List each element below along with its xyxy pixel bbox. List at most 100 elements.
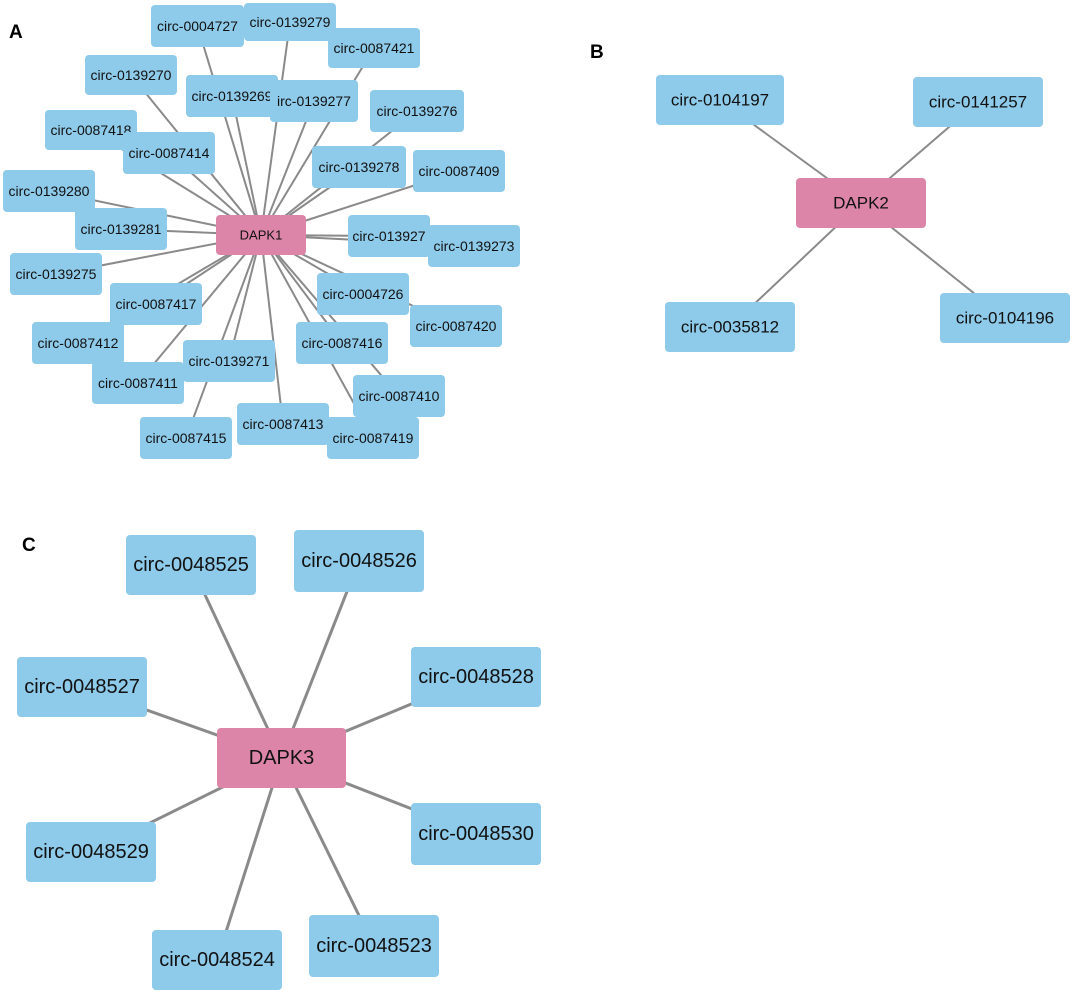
circ-node-circ-0035812: circ-0035812: [665, 302, 795, 352]
circ-node-circ-0048528-label: circ-0048528: [418, 666, 534, 688]
hub-node-dapk2: DAPK2: [796, 178, 926, 228]
circ-node-circ-0139278-box: [312, 146, 406, 188]
circ-node-circ-0048525-label: circ-0048525: [133, 554, 249, 576]
edge-dapk1-circ-0004727: [196, 25, 262, 236]
circ-node-circ-0048527: circ-0048527: [17, 657, 147, 717]
circ-node-circ-0004727: circ-0004727: [151, 5, 244, 47]
circ-node-circ-0048528-box: [411, 647, 541, 707]
circ-node-circ-0087418: circ-0087418: [45, 110, 137, 150]
circ-node-circ-0087421-label: circ-0087421: [334, 40, 415, 56]
circ-node-circ-0087413-label: circ-0087413: [243, 416, 324, 432]
circ-node-circ-013927-label: circ-013927: [352, 228, 425, 244]
circ-node-circ-0048525-box: [126, 535, 256, 595]
panel-label-b: B: [590, 42, 604, 63]
circ-node-circ-0139280-box: [3, 170, 95, 212]
circ-node-circ-0087413: circ-0087413: [237, 403, 329, 445]
circ-node-circ-0048527-box: [17, 657, 147, 717]
circ-node-circ-0048528: circ-0048528: [411, 647, 541, 707]
circ-node-circ-0087416-label: circ-0087416: [302, 335, 383, 351]
circ-node-circ-0087414-label: circ-0087414: [129, 145, 210, 161]
circ-node-circ-0004726-label: circ-0004726: [323, 286, 404, 302]
circ-node-circ-0087415-label: circ-0087415: [146, 430, 227, 446]
circ-node-circ-0087415-box: [140, 417, 232, 459]
circ-node-circ-0139271: circ-0139271: [183, 340, 275, 382]
circ-node-circ-0048523: circ-0048523: [309, 915, 439, 977]
circ-node-circ-0087420-box: [410, 305, 502, 347]
hub-node-dapk2-label: DAPK2: [833, 194, 889, 213]
hub-node-dapk3: DAPK3: [217, 728, 346, 788]
circ-node-circ-0139279: circ-0139279: [244, 3, 336, 41]
hub-node-dapk2-box: [796, 178, 926, 228]
circ-node-circ-0104197-box: [656, 75, 784, 125]
circ-node-circ-0087410: circ-0087410: [353, 375, 445, 417]
circ-node-irc-0139277-label: irc-0139277: [277, 93, 351, 109]
circ-node-circ-0087419: circ-0087419: [327, 417, 419, 459]
hub-node-dapk1-box: [216, 215, 306, 255]
circ-node-circ-0048524-label: circ-0048524: [159, 949, 275, 971]
circ-node-circ-0139275: circ-0139275: [10, 253, 102, 295]
circ-node-circ-0139281: circ-0139281: [75, 208, 167, 250]
edge-dapk1-irc-0139277: [260, 100, 315, 236]
circ-node-circ-0087409-box: [413, 150, 505, 192]
circ-node-circ-0087417-label: circ-0087417: [116, 296, 197, 312]
hub-node-dapk3-box: [217, 728, 346, 788]
circ-node-circ-0048529-label: circ-0048529: [33, 841, 149, 863]
circ-node-circ-0087420-label: circ-0087420: [416, 318, 497, 334]
circ-node-circ-0139281-label: circ-0139281: [81, 221, 162, 237]
circ-node-circ-0139279-label: circ-0139279: [250, 14, 331, 30]
edge-dapk1-circ-0139279: [260, 21, 291, 236]
circ-node-circ-0004726-box: [317, 273, 409, 315]
circ-node-circ-0087419-box: [327, 417, 419, 459]
circ-node-circ-0087411: circ-0087411: [92, 362, 184, 404]
circ-node-circ-0087414: circ-0087414: [123, 132, 215, 174]
edge-dapk3-circ-0048523: [280, 757, 376, 947]
circ-node-circ-0139278-label: circ-0139278: [319, 159, 400, 175]
circ-node-circ-0087420: circ-0087420: [410, 305, 502, 347]
circ-node-circ-0087416: circ-0087416: [296, 322, 388, 364]
circ-node-circ-0139271-box: [183, 340, 275, 382]
edge-dapk3-circ-0048524: [215, 757, 283, 961]
circ-node-circ-0139271-label: circ-0139271: [189, 353, 270, 369]
circ-node-circ-0035812-label: circ-0035812: [681, 318, 779, 337]
circ-node-circ-0035812-box: [665, 302, 795, 352]
circ-node-circ-0048526: circ-0048526: [294, 530, 424, 592]
circ-node-circ-0048530: circ-0048530: [411, 803, 541, 865]
circ-node-circ-0139280: circ-0139280: [3, 170, 95, 212]
circ-node-circ-0087412: circ-0087412: [32, 322, 124, 364]
hub-node-dapk1-label: DAPK1: [240, 228, 283, 243]
circ-node-circ-0087412-box: [32, 322, 124, 364]
circ-node-circ-0139269-box: [186, 75, 278, 117]
circ-node-circ-0139281-box: [75, 208, 167, 250]
hub-node-dapk1: DAPK1: [216, 215, 306, 255]
circ-node-circ-0048529-box: [26, 822, 156, 882]
circ-node-circ-0087416-box: [296, 322, 388, 364]
circ-node-circ-0104197-label: circ-0104197: [671, 91, 769, 110]
circ-node-circ-0139269-label: circ-0139269: [192, 88, 273, 104]
panel-label-c: C: [22, 535, 36, 556]
circ-node-circ-013927-box: [348, 215, 430, 257]
circ-node-circ-0104196: circ-0104196: [940, 293, 1070, 343]
circ-node-circ-0048530-label: circ-0048530: [418, 823, 534, 845]
circ-node-circ-0048526-box: [294, 530, 424, 592]
circ-node-circ-0141257-box: [913, 77, 1043, 127]
circ-node-circ-0087410-box: [353, 375, 445, 417]
circ-node-circ-0139276-box: [370, 90, 464, 132]
circ-node-irc-0139277-box: [270, 80, 358, 122]
circ-node-circ-0141257-label: circ-0141257: [929, 93, 1027, 112]
circ-node-circ-0139270: circ-0139270: [85, 55, 177, 95]
circ-node-circ-0087413-box: [237, 403, 329, 445]
edge-dapk1-circ-0139269: [231, 95, 262, 236]
edge-dapk1-circ-0087410: [260, 234, 400, 397]
circ-node-circ-0087411-box: [92, 362, 184, 404]
circ-node-circ-0141257: circ-0141257: [913, 77, 1043, 127]
circ-node-circ-0139275-label: circ-0139275: [16, 266, 97, 282]
circ-node-circ-0139273-label: circ-0139273: [434, 238, 515, 254]
circ-node-circ-0087417: circ-0087417: [110, 283, 202, 325]
edge-dapk3-circ-0048525: [189, 564, 283, 759]
circ-node-circ-0087418-box: [45, 110, 137, 150]
circ-node-circ-0139276: circ-0139276: [370, 90, 464, 132]
panel-labels: ABC: [9, 22, 604, 556]
circ-node-circ-0004726: circ-0004726: [317, 273, 409, 315]
